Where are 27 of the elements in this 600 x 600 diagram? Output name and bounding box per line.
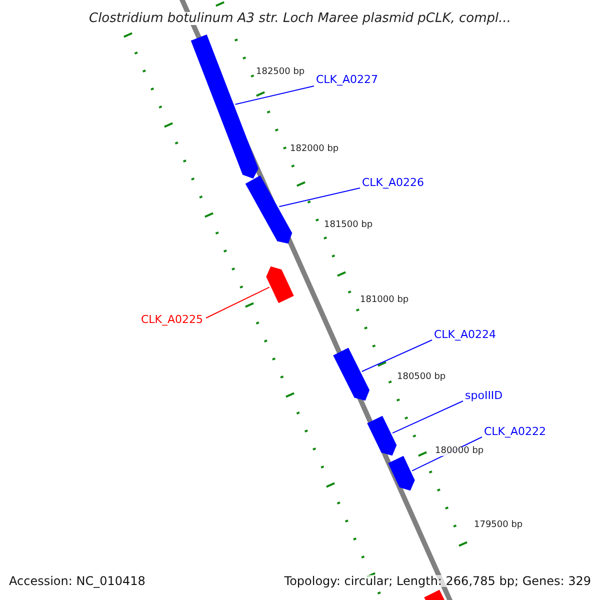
position-label: 180500 bp [397,373,446,382]
leader-line [206,286,270,318]
position-label: 181500 bp [324,221,373,230]
gene-label: CLK_A0225 [141,314,204,325]
accession-text: Accession: NC_010418 [9,575,146,587]
gene-label: CLK_A0222 [484,426,546,437]
gene-feature [367,416,397,456]
leader-line [234,86,314,105]
gene-label: CLK_A0227 [316,74,378,85]
title: Clostridium botulinum A3 str. Loch Maree plasmid pCLK, compl... [89,12,511,25]
genome-stats-text: Topology: circular; Length: 266,785 bp; Genes: 329 [284,575,591,587]
position-label: 181000 bp [360,296,409,305]
position-label: 180000 bp [435,447,484,456]
gene-feature [190,34,258,179]
position-label: 182000 bp [290,145,339,154]
gene-feature [333,348,370,401]
leader-line [278,188,360,208]
gene-label: CLK_A0226 [362,177,424,188]
leader-line [361,340,432,372]
gene-feature [388,456,415,491]
position-label: 179500 bp [474,521,523,530]
gene-feature [266,266,294,304]
leader-line [392,400,464,434]
gene-label: CLK_A0224 [434,329,496,340]
gene-label: spoIIID [465,390,503,401]
position-label: 182500 bp [256,68,305,77]
gene-feature [245,175,292,244]
